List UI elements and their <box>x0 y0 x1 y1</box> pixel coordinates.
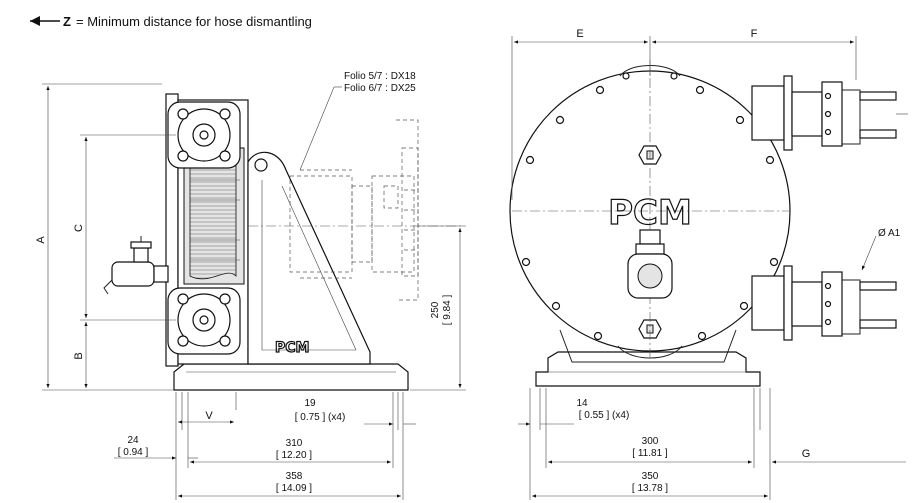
callout-line-2: Folio 6/7 : DX25 <box>344 83 416 94</box>
legend-z-text: = Minimum distance for hose dismantling <box>76 14 312 29</box>
dim-300-mm: 300 <box>642 436 659 447</box>
dim-350-mm: 350 <box>642 471 659 482</box>
dim-label-e: E <box>576 28 583 40</box>
dim-label-v: V <box>205 410 213 422</box>
dim-label-a1: Ø A1 <box>878 228 901 239</box>
callout-line-1: Folio 5/7 : DX18 <box>344 71 416 82</box>
dim-label-b: B <box>73 352 85 359</box>
dim-310-mm: 310 <box>286 438 303 449</box>
front-view: PCM Ø A1 E F <box>509 28 908 500</box>
side-view: PCM Folio 5/7 : DX18 Folio 6/7 : DX25 A … <box>35 71 466 500</box>
dim-24-mm: 24 <box>127 435 139 446</box>
dim-label-a: A <box>35 236 47 244</box>
dim-250-in: [ 9.84 ] <box>442 294 453 325</box>
dim-300-in: [ 11.81 ] <box>632 448 668 459</box>
dim-350-in: [ 13.78 ] <box>632 483 668 494</box>
dim-24-in: [ 0.94 ] <box>118 447 149 458</box>
front-brand-logo: PCM <box>608 193 692 233</box>
legend: Z = Minimum distance for hose dismantlin… <box>30 14 312 29</box>
dim-label-f: F <box>751 28 758 40</box>
dim-label-c: C <box>73 224 85 232</box>
dim-label-g: G <box>802 448 811 460</box>
dim-250-mm: 250 <box>430 301 441 318</box>
dim-14-mm: 14 <box>576 398 588 409</box>
dim-14-in: [ 0.55 ] (x4) <box>579 410 630 421</box>
dim-19-in: [ 0.75 ] (x4) <box>295 412 346 423</box>
dim-19-mm: 19 <box>304 398 316 409</box>
side-brand-logo: PCM <box>275 340 309 356</box>
dim-358-mm: 358 <box>286 471 303 482</box>
legend-z-letter: Z <box>63 14 71 29</box>
dim-358-in: [ 14.09 ] <box>276 483 312 494</box>
dim-310-in: [ 12.20 ] <box>276 450 312 461</box>
